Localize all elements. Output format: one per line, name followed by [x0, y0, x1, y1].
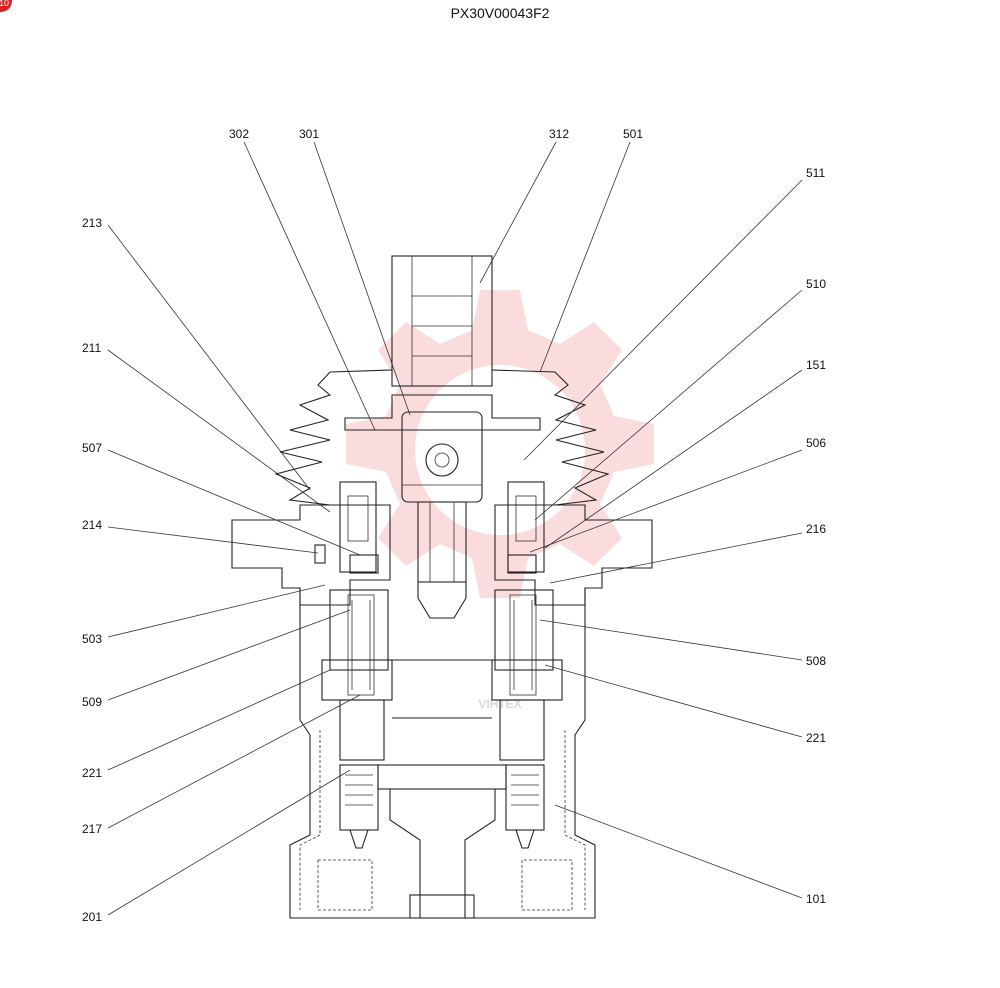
label-214: 214 [82, 518, 102, 532]
label-221-left: 221 [82, 766, 102, 780]
label-213: 213 [82, 216, 102, 230]
left-plunger-head [314, 481, 379, 574]
label-101: 101 [806, 892, 826, 906]
watermark-gear [346, 290, 654, 598]
label-151: 151 [806, 358, 826, 372]
drawing-title: PX30V00043F2 [450, 5, 550, 21]
lower-ports [317, 859, 573, 911]
label-501: 501 [623, 127, 643, 141]
label-312: 312 [549, 127, 569, 141]
label-201: 201 [82, 910, 102, 924]
central-rod [417, 501, 467, 619]
label-508: 508 [806, 654, 826, 668]
label-211: 211 [82, 341, 101, 355]
label-506: 506 [806, 436, 826, 450]
valve-assembly [231, 255, 653, 919]
label-301: 301 [299, 127, 319, 141]
handle-312 [391, 255, 493, 387]
body-middle [377, 659, 507, 919]
label-221-right: 221 [806, 731, 826, 745]
label-510: 510 [806, 277, 826, 291]
leader-lines [107, 141, 803, 916]
right-plunger-head [507, 481, 545, 574]
plate-302 [344, 394, 541, 431]
label-511: 511 [806, 166, 825, 180]
label-216: 216 [806, 522, 826, 536]
body-101 [289, 588, 596, 919]
label-217: 217 [82, 822, 102, 836]
label-302: 302 [229, 127, 249, 141]
boot-501 [274, 369, 610, 506]
right-spool [491, 589, 563, 849]
left-spool [321, 589, 393, 849]
label-509: 509 [82, 695, 102, 709]
part-labels: 302 301 312 501 511 213 510 211 151 507 … [82, 127, 826, 924]
label-507: 507 [82, 441, 102, 455]
label-503: 503 [82, 632, 102, 646]
